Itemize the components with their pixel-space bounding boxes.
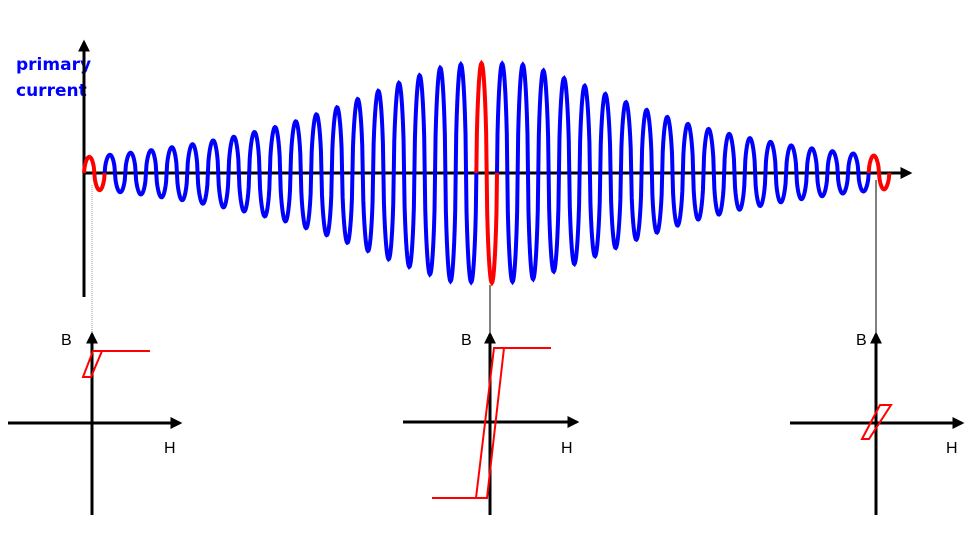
wave-cycle	[495, 60, 520, 286]
wave-cycle	[701, 126, 727, 217]
wave-cycle	[515, 61, 541, 283]
wave-cycle	[329, 104, 355, 246]
h-label-left: H	[164, 440, 176, 457]
loop-curve	[81, 350, 150, 378]
wave-cycle	[846, 151, 871, 194]
b-label-right: B	[856, 332, 867, 349]
wave-cycle	[288, 119, 314, 231]
wave-cycle	[267, 124, 293, 224]
wave-cycle	[825, 149, 851, 196]
wave-cycle	[226, 134, 252, 214]
wave-cycle	[722, 131, 747, 212]
wave-cycle	[639, 107, 665, 235]
waveform	[82, 59, 892, 287]
wave-cycle	[391, 80, 417, 270]
wave-cycle	[556, 75, 582, 267]
hysteresis-loop-right	[790, 331, 965, 515]
y-axis-label: primary current	[16, 52, 91, 104]
wave-cycle	[660, 114, 685, 228]
wave-cycle	[680, 121, 706, 222]
h-label-right: H	[946, 440, 958, 457]
wave-cycle	[371, 88, 396, 263]
b-label-left: B	[61, 332, 72, 349]
wave-cycle	[205, 138, 231, 210]
wave-cycle	[164, 145, 190, 203]
wave-cycle	[143, 148, 169, 200]
loop-curve	[432, 347, 551, 499]
wave-cycle	[123, 150, 148, 197]
highlighted-cycle	[866, 153, 892, 192]
wave-cycle	[742, 135, 768, 209]
hysteresis-loop-left	[8, 331, 183, 515]
label-line-1: primary	[16, 55, 92, 75]
wave-cycle	[577, 82, 603, 259]
h-label-center: H	[561, 440, 573, 457]
wave-cycle	[536, 67, 561, 275]
wave-cycle	[784, 143, 809, 202]
b-label-center: B	[461, 332, 472, 349]
wave-cycle	[763, 139, 789, 205]
wave-cycle	[185, 142, 210, 206]
wave-cycle	[247, 129, 272, 219]
wave-cycle	[618, 99, 644, 243]
wave-cycle	[412, 72, 438, 278]
highlighted-cycle	[82, 154, 107, 193]
wave-cycle	[433, 64, 458, 285]
wave-cycle	[350, 96, 376, 254]
wave-cycle	[453, 60, 479, 286]
loop-curve	[860, 404, 893, 440]
label-line-2: current	[16, 81, 87, 101]
hysteresis-loop-center	[403, 331, 580, 515]
wave-cycle	[102, 152, 128, 195]
highlighted-cycle	[474, 59, 499, 287]
wave-cycle	[309, 111, 334, 238]
wave-cycle	[804, 146, 830, 199]
wave-cycle	[598, 91, 623, 251]
